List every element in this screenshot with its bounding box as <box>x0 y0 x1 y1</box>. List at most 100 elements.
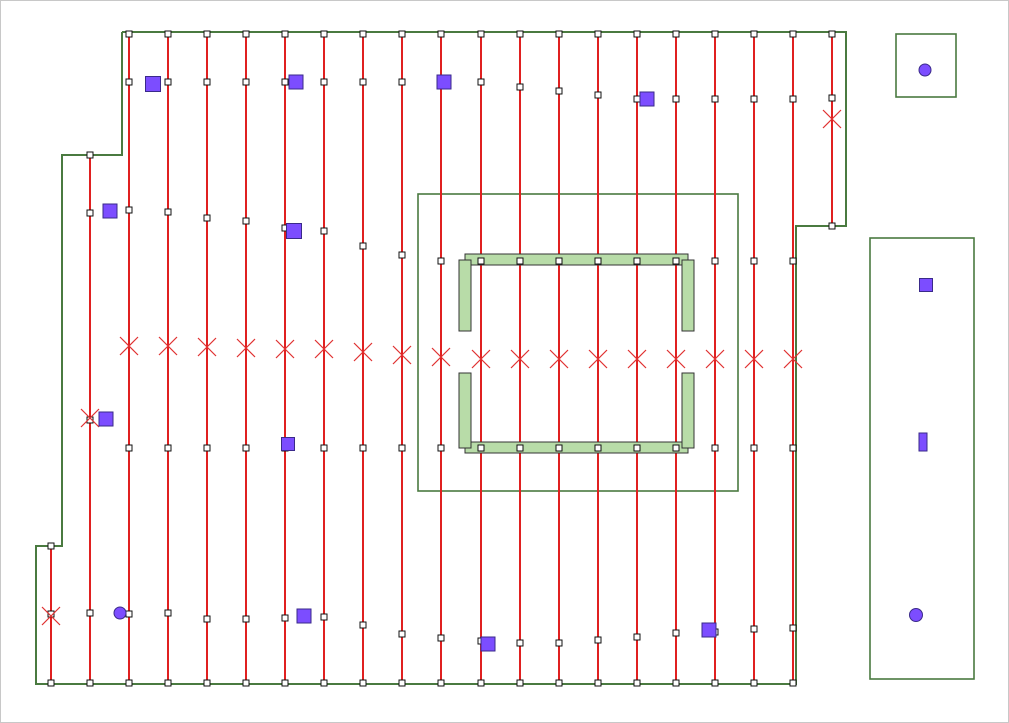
small-square-node-icon <box>672 444 680 452</box>
x-marker-icon <box>705 349 725 369</box>
small-square-node-icon <box>711 30 719 38</box>
small-square-node-icon <box>398 444 406 452</box>
small-square-node-icon <box>594 679 602 687</box>
small-square-node-icon <box>281 78 289 86</box>
pad-block <box>681 372 695 449</box>
small-square-node-icon <box>750 257 758 265</box>
small-square-node-icon <box>398 251 406 259</box>
small-square-node-icon <box>477 30 485 38</box>
small-square-node-icon <box>633 95 641 103</box>
small-square-node-icon <box>398 78 406 86</box>
small-square-node-icon <box>437 30 445 38</box>
small-square-node-icon <box>47 679 55 687</box>
purple-square-device-icon <box>919 278 933 292</box>
small-square-node-icon <box>711 444 719 452</box>
x-marker-icon <box>119 336 139 356</box>
x-marker-icon <box>744 349 764 369</box>
small-square-node-icon <box>242 615 250 623</box>
small-square-node-icon <box>242 679 250 687</box>
purple-square-device-icon <box>281 437 295 451</box>
small-square-node-icon <box>242 444 250 452</box>
x-marker-icon <box>275 339 295 359</box>
tall-zone-right <box>869 237 975 680</box>
small-square-node-icon <box>203 679 211 687</box>
x-marker-icon <box>822 109 842 129</box>
small-square-node-icon <box>398 30 406 38</box>
small-square-node-icon <box>789 95 797 103</box>
small-square-node-icon <box>672 679 680 687</box>
small-square-node-icon <box>711 257 719 265</box>
small-square-node-icon <box>789 257 797 265</box>
small-square-node-icon <box>750 444 758 452</box>
x-marker-icon <box>783 349 803 369</box>
small-square-node-icon <box>789 679 797 687</box>
purple-square-device-icon <box>288 74 304 90</box>
purple-bar-device-icon <box>918 432 928 452</box>
small-square-node-icon <box>594 444 602 452</box>
small-square-node-icon <box>125 679 133 687</box>
small-square-node-icon <box>594 257 602 265</box>
small-square-node-icon <box>672 629 680 637</box>
small-square-node-icon <box>633 633 641 641</box>
purple-circle-device-icon <box>909 608 923 622</box>
node-group <box>47 30 836 687</box>
small-square-node-icon <box>86 151 94 159</box>
small-square-node-icon <box>437 444 445 452</box>
cross-marker-group <box>41 109 842 626</box>
pad-block <box>464 253 689 266</box>
small-square-node-icon <box>555 444 563 452</box>
small-zone-top-right <box>895 33 957 98</box>
small-square-node-icon <box>750 95 758 103</box>
small-square-node-icon <box>359 621 367 629</box>
x-marker-icon <box>314 339 334 359</box>
purple-square-device-icon <box>480 636 496 652</box>
pad-block <box>464 441 689 454</box>
device-group <box>98 63 933 652</box>
small-square-node-icon <box>672 257 680 265</box>
small-square-node-icon <box>359 679 367 687</box>
x-marker-icon <box>353 342 373 362</box>
purple-square-device-icon <box>286 223 302 239</box>
small-square-node-icon <box>203 444 211 452</box>
x-marker-icon <box>627 349 647 369</box>
x-marker-icon <box>197 337 217 357</box>
small-square-node-icon <box>516 83 524 91</box>
small-square-node-icon <box>281 614 289 622</box>
small-square-node-icon <box>633 679 641 687</box>
small-square-node-icon <box>828 30 836 38</box>
small-square-node-icon <box>437 634 445 642</box>
small-square-node-icon <box>477 78 485 86</box>
small-square-node-icon <box>750 30 758 38</box>
small-square-node-icon <box>125 610 133 618</box>
small-square-node-icon <box>477 679 485 687</box>
pad-block <box>681 259 695 332</box>
small-square-node-icon <box>516 444 524 452</box>
x-marker-icon <box>80 408 100 428</box>
small-square-node-icon <box>516 30 524 38</box>
site-boundary <box>35 31 847 685</box>
small-square-node-icon <box>320 679 328 687</box>
x-marker-icon <box>510 349 530 369</box>
small-square-node-icon <box>242 30 250 38</box>
small-square-node-icon <box>242 78 250 86</box>
small-square-node-icon <box>125 206 133 214</box>
small-square-node-icon <box>86 609 94 617</box>
purple-square-device-icon <box>296 608 312 624</box>
x-marker-icon <box>41 606 61 626</box>
small-square-node-icon <box>437 679 445 687</box>
small-square-node-icon <box>398 630 406 638</box>
x-marker-icon <box>158 336 178 356</box>
purple-circle-device-icon <box>113 606 127 620</box>
small-square-node-icon <box>320 227 328 235</box>
small-square-node-icon <box>672 30 680 38</box>
small-square-node-icon <box>203 615 211 623</box>
small-square-node-icon <box>633 444 641 452</box>
small-square-node-icon <box>398 679 406 687</box>
small-square-node-icon <box>555 87 563 95</box>
small-square-node-icon <box>281 30 289 38</box>
small-square-node-icon <box>633 257 641 265</box>
small-square-node-icon <box>516 257 524 265</box>
small-square-node-icon <box>164 208 172 216</box>
x-marker-icon <box>392 345 412 365</box>
